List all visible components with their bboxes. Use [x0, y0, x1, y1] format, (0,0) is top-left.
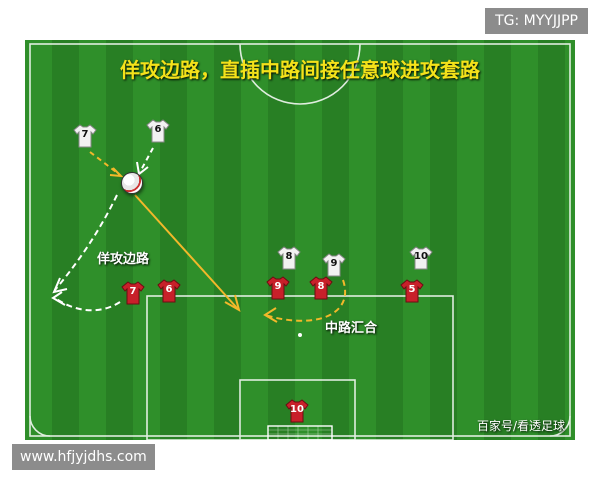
- jersey-red-icon: [309, 276, 333, 300]
- feint-wing-label: 佯攻边路: [97, 252, 150, 267]
- player-white-7: 7: [72, 123, 98, 149]
- player-number: 5: [408, 284, 416, 295]
- player-white-9: 9: [321, 252, 347, 278]
- player-number: 6: [165, 284, 173, 295]
- page-title: 佯攻边路，直插中路间接任意球进攻套路: [120, 58, 480, 82]
- football-icon: [121, 172, 143, 194]
- player-number: 9: [330, 258, 338, 269]
- source-credit: 百家号/看透足球: [476, 419, 565, 433]
- jersey-white-icon: [409, 246, 433, 270]
- player-red-9: 9: [265, 275, 291, 301]
- player-number: 10: [414, 251, 428, 262]
- center-circle: [239, 43, 361, 105]
- corner-arc-right: [549, 415, 571, 437]
- jersey-white-icon: [322, 253, 346, 277]
- player-number: 10: [290, 404, 304, 415]
- jersey-red-icon: [400, 279, 424, 303]
- jersey-white-icon: [277, 246, 301, 270]
- jersey-white-icon: [146, 119, 170, 143]
- player-number: 7: [129, 286, 137, 297]
- goal: [267, 425, 333, 440]
- penalty-spot: [298, 333, 302, 337]
- feint-run-arrowhead: [52, 277, 68, 294]
- center-run-arrow: [264, 279, 346, 322]
- player-number: 6: [154, 124, 162, 135]
- feint-run-arrow: [54, 194, 118, 291]
- watermark-tg: TG: MYYJJPP: [485, 8, 588, 34]
- jersey-white-icon: [73, 124, 97, 148]
- jersey-red-icon: [266, 276, 290, 300]
- player-red-8: 8: [308, 275, 334, 301]
- player-white-8: 8: [276, 245, 302, 271]
- player-white-6: 6: [145, 118, 171, 144]
- player-number: 9: [274, 281, 282, 292]
- pitch-lines: [29, 43, 571, 440]
- pitch: 佯攻边路，直插中路间接任意球进攻套路 佯攻边路 中路汇合 7 6 8 9 10 …: [25, 40, 575, 440]
- player-number: 8: [285, 251, 293, 262]
- player-number: 7: [81, 129, 89, 140]
- player-number: 8: [317, 281, 325, 292]
- player-red-5: 5: [399, 278, 425, 304]
- player-red-6: 6: [156, 278, 182, 304]
- corner-arc-left: [29, 415, 51, 437]
- run-arrow-white-6: [139, 147, 154, 173]
- center-run-arrowhead: [263, 307, 278, 323]
- touchline: [29, 43, 571, 437]
- pass-arrowhead: [224, 294, 241, 313]
- run-arrowhead-white-7: [109, 167, 124, 178]
- jersey-red-icon: [157, 279, 181, 303]
- player-red-10: 10: [284, 398, 310, 424]
- jersey-red-icon: [285, 399, 309, 423]
- center-converge-label: 中路汇合: [325, 321, 378, 336]
- penalty-area: [146, 295, 454, 440]
- jersey-red-icon: [121, 281, 145, 305]
- player-white-10: 10: [408, 245, 434, 271]
- player-red-7: 7: [120, 280, 146, 306]
- goal-area: [239, 379, 356, 440]
- pass-arrow: [134, 194, 238, 309]
- return-run-arrowhead: [51, 291, 66, 306]
- watermark-url: www.hfjyjdhs.com: [12, 444, 155, 470]
